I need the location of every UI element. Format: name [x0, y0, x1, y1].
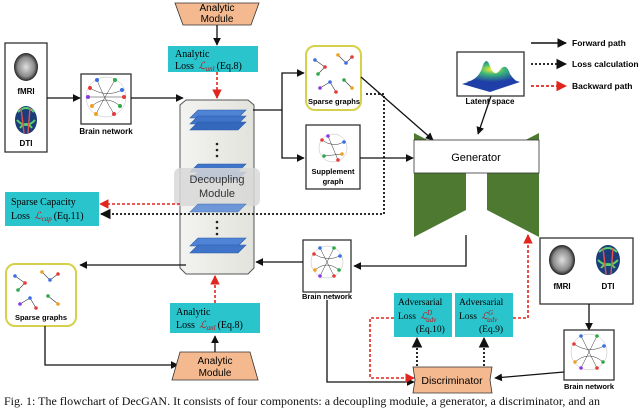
dti-label-right: DTI [602, 282, 615, 291]
decoupling-layer-stack-top [189, 109, 247, 131]
decoupling-layer-stack-bottom [189, 237, 247, 254]
input-panel-left: fMRI DTI [4, 42, 48, 153]
dti-label-left: DTI [20, 139, 33, 148]
decoupling-module-label-1: Decoupling [189, 174, 244, 186]
legend: Forward path Loss calculation Backward p… [531, 38, 639, 92]
analytic-module-bottom-line1: Analytic [197, 356, 232, 367]
sparse-graphs-top-label: Sparse graphs [308, 97, 360, 106]
sparse-graphs-top: Sparse graphs [305, 45, 362, 111]
fmri-label-right: fMRI [553, 282, 570, 291]
adversarial-loss-d-eq: (Eq.10) [416, 324, 445, 335]
arrow-brain-network-right-to-discriminator [494, 371, 565, 382]
legend-loss-label: Loss calculation [572, 59, 639, 69]
adversarial-loss-g-label: Adversarial [459, 298, 504, 308]
arrow-brain-network-to-discriminator [326, 300, 415, 386]
decoupling-layer-stack-lower [189, 203, 247, 213]
arrow-sparse-left-to-analytic [44, 326, 179, 369]
fmri-label-left: fMRI [17, 87, 34, 96]
latent-space: Latent space [456, 51, 525, 106]
discriminator: Discriminator [412, 366, 493, 394]
analytic-loss-bottom-box: Analytic Loss ℒanl(Eq.8) [170, 303, 260, 333]
backward-path-adv-d [369, 317, 415, 383]
arrow-latent-to-generator [476, 95, 492, 135]
sparse-capacity-loss-label: Sparse Capacity [11, 197, 76, 208]
arrow-generator-to-brain-network [353, 235, 467, 270]
generator-label: Generator [451, 152, 501, 164]
analytic-loss-top-formula: Loss ℒanl(Eq.8) [175, 61, 242, 73]
sparse-capacity-loss-box: Sparse Capacity Loss ℒcap(Eq.11) [5, 192, 99, 226]
analytic-module-top-line2: Module [201, 14, 234, 25]
legend-forward-label: Forward path [572, 38, 626, 48]
arrow-decoupling-to-sparse-graphs [253, 69, 305, 111]
figure-caption: Fig. 1: The flowchart of DecGAN. It cons… [4, 394, 600, 408]
supplement-graph-label-1: Supplement [312, 167, 355, 176]
analytic-loss-top-label: Analytic [175, 49, 210, 60]
supplement-graph-label-2: graph [323, 177, 344, 186]
input-panel-right: fMRI DTI [539, 237, 634, 305]
analytic-module-bottom: Analytic Module [171, 351, 259, 381]
decoupling-module-label-2: Module [199, 188, 235, 200]
arrow-decoupling-to-supplement [281, 110, 305, 162]
adversarial-loss-g-eq: (Eq.9) [479, 324, 503, 335]
analytic-loss-bottom-formula: Loss ℒanl(Eq.8) [176, 320, 243, 332]
brain-network-middle: Brain network [302, 239, 353, 301]
brain-network-left-label: Brain network [79, 127, 133, 136]
brain-network-middle-label: Brain network [302, 292, 353, 301]
analytic-module-top-line1: Analytic [199, 3, 234, 14]
analytic-loss-bottom-label: Analytic [176, 307, 211, 318]
brain-network-right: Brain network [563, 329, 615, 391]
arrow-sparse-to-generator [360, 76, 434, 141]
fmri-image-right [549, 245, 575, 275]
generator: Generator [413, 133, 540, 237]
brain-network-left: Brain network [79, 73, 133, 136]
backward-path-adv-g [513, 234, 533, 319]
fmri-image-left [14, 53, 38, 81]
dti-image-right [596, 245, 620, 275]
brain-network-right-label: Brain network [564, 382, 615, 391]
analytic-module-bottom-line2: Module [199, 368, 232, 379]
sparse-capacity-loss-formula: Loss ℒcap(Eq.11) [11, 211, 84, 223]
sparse-graphs-left: Sparse graphs [5, 263, 77, 327]
analytic-module-top: Analytic Module [174, 2, 260, 26]
decoupling-module: Decoupling Module [174, 99, 260, 275]
sparse-graphs-left-label: Sparse graphs [15, 313, 67, 322]
legend-backward-label: Backward path [572, 81, 632, 91]
adversarial-loss-d-label: Adversarial [398, 298, 443, 308]
analytic-loss-top-box: Analytic Loss ℒanl(Eq.8) [168, 46, 258, 73]
loss-path-sparse-to-capacity [99, 93, 385, 220]
latent-space-label: Latent space [466, 97, 515, 106]
discriminator-label: Discriminator [421, 375, 483, 387]
supplement-graph: Supplement graph [305, 124, 361, 190]
